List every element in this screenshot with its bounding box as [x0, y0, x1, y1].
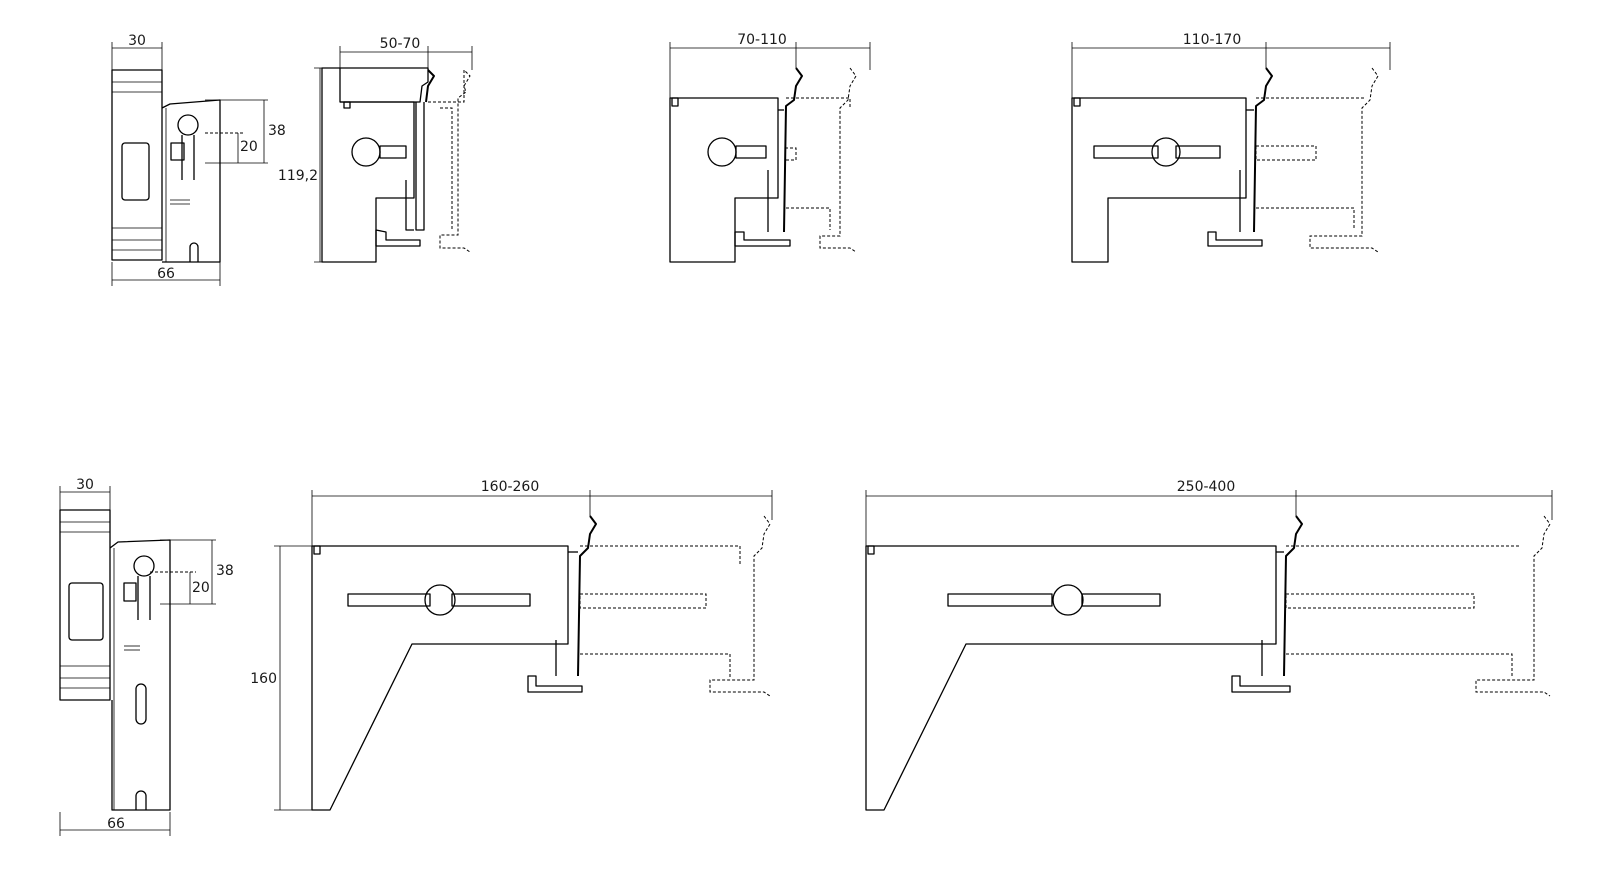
- dim-top-slot: 38 20: [205, 99, 286, 164]
- bracket-110-170: [1071, 67, 1379, 263]
- label-110-170: 110-170: [1183, 32, 1242, 48]
- dim-range-110-170: 110-170: [1071, 32, 1391, 98]
- dim-bottom-side-width: 30: [59, 477, 111, 510]
- label-250-400: 250-400: [1177, 479, 1236, 495]
- dim-bottom-slot: 38 20: [150, 539, 234, 605]
- dim-height-160: 160: [250, 545, 312, 811]
- label-66-bottom: 66: [107, 816, 125, 832]
- dim-bottom-side-depth: 66: [59, 812, 171, 836]
- label-20: 20: [240, 139, 258, 155]
- label-50-70: 50-70: [380, 36, 421, 52]
- dim-range-70-110: 70-110: [669, 32, 871, 98]
- side-view-large-bracket: [59, 509, 171, 811]
- dim-range-160-260: 160-260: [311, 479, 773, 546]
- dim-top-side-depth: 66: [111, 262, 221, 286]
- bracket-70-110: [669, 67, 857, 263]
- label-30-bottom: 30: [76, 477, 94, 493]
- label-20-bottom: 20: [192, 580, 210, 596]
- label-119-2: 119,2: [278, 168, 318, 184]
- dim-range-50-70: 50-70: [339, 36, 473, 102]
- label-70-110: 70-110: [737, 32, 787, 48]
- label-160-260: 160-260: [481, 479, 540, 495]
- label-30: 30: [128, 33, 146, 49]
- label-38: 38: [268, 123, 286, 139]
- dim-range-250-400: 250-400: [865, 479, 1553, 546]
- dim-height-119: 119,2: [278, 67, 340, 263]
- side-view-small-bracket: [111, 69, 221, 263]
- label-160: 160: [250, 671, 277, 687]
- dim-top-side-width: 30: [111, 33, 163, 70]
- label-38-bottom: 38: [216, 563, 234, 579]
- bracket-160-260: [311, 515, 771, 811]
- bracket-50-70: [321, 67, 471, 263]
- label-66: 66: [157, 266, 175, 282]
- bracket-250-400: [865, 515, 1551, 811]
